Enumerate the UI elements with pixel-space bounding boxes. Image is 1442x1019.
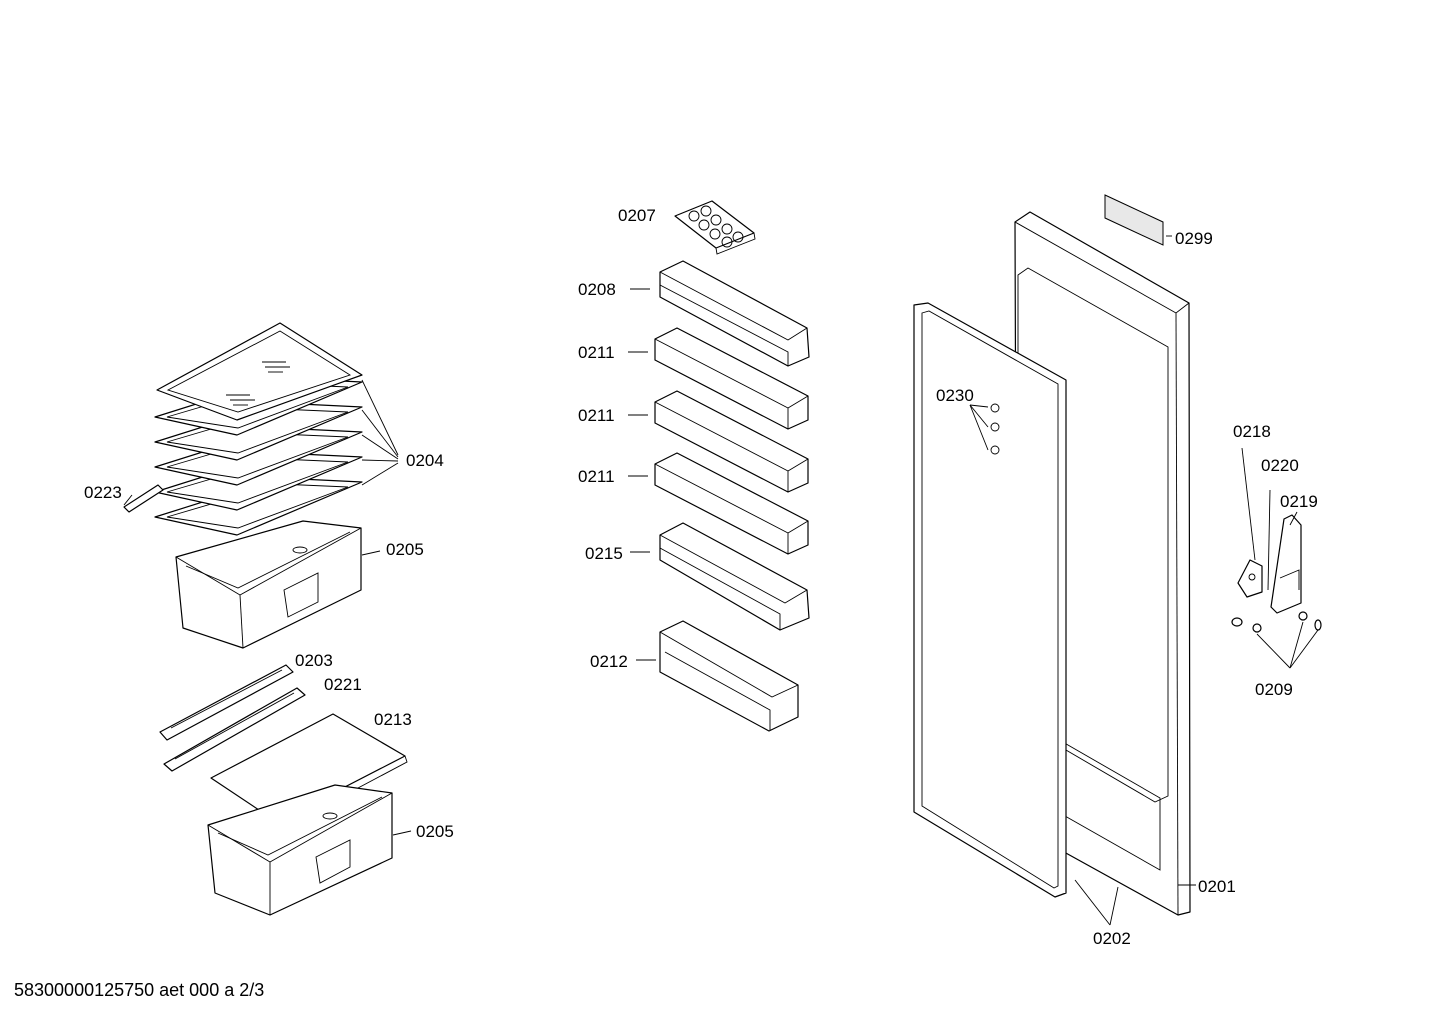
fixings-0209 [1231, 611, 1322, 669]
bottle-rack-0221 [163, 687, 306, 772]
label-0299: 0299 [1175, 229, 1213, 248]
label-0223: 0223 [84, 483, 122, 502]
label-0211-2: 0211 [578, 406, 615, 425]
label-0203: 0203 [295, 651, 333, 670]
label-0213: 0213 [374, 710, 412, 729]
screws-0230 [969, 403, 1000, 455]
label-0212: 0212 [590, 652, 628, 671]
label-0220: 0220 [1261, 456, 1299, 475]
label-0211-1: 0211 [578, 343, 615, 362]
label-0202: 0202 [1093, 929, 1131, 948]
drawing-reference: 58300000125750 aet 000 a 2/3 [14, 980, 265, 1000]
crisper-drawer-upper [175, 520, 381, 649]
hinge-0218 [1237, 447, 1263, 598]
hinge-bracket-0219 [1270, 511, 1302, 614]
label-0207: 0207 [618, 206, 656, 225]
label-0204: 0204 [406, 451, 444, 470]
bottle-rack-0203 [159, 664, 294, 741]
door-gasket-0202 [913, 302, 1119, 926]
shelf-strip-0223 [123, 484, 164, 513]
label-0208: 0208 [578, 280, 616, 299]
label-0205-upper: 0205 [386, 540, 424, 559]
label-0218: 0218 [1233, 422, 1271, 441]
hinge-0220 [1267, 489, 1271, 591]
label-0230: 0230 [936, 386, 974, 405]
door-balcony-0211-2 [628, 390, 809, 493]
egg-tray-0207 [674, 200, 756, 255]
door-balcony-0215 [630, 522, 810, 631]
door-balcony-0211-3 [628, 452, 809, 555]
label-0219: 0219 [1280, 492, 1318, 511]
glass-shelves-stack [154, 322, 399, 536]
rating-label-0299 [1104, 194, 1172, 246]
label-0205-lower: 0205 [416, 822, 454, 841]
label-0209: 0209 [1255, 680, 1293, 699]
door-balcony-0208 [630, 260, 810, 367]
label-0201: 0201 [1198, 877, 1236, 896]
label-0211-3: 0211 [578, 467, 615, 486]
door-balcony-0211-1 [628, 327, 809, 430]
label-0221: 0221 [324, 675, 362, 694]
label-0215: 0215 [585, 544, 623, 563]
door-balcony-0212 [636, 620, 799, 732]
crisper-drawer-lower [207, 784, 412, 916]
